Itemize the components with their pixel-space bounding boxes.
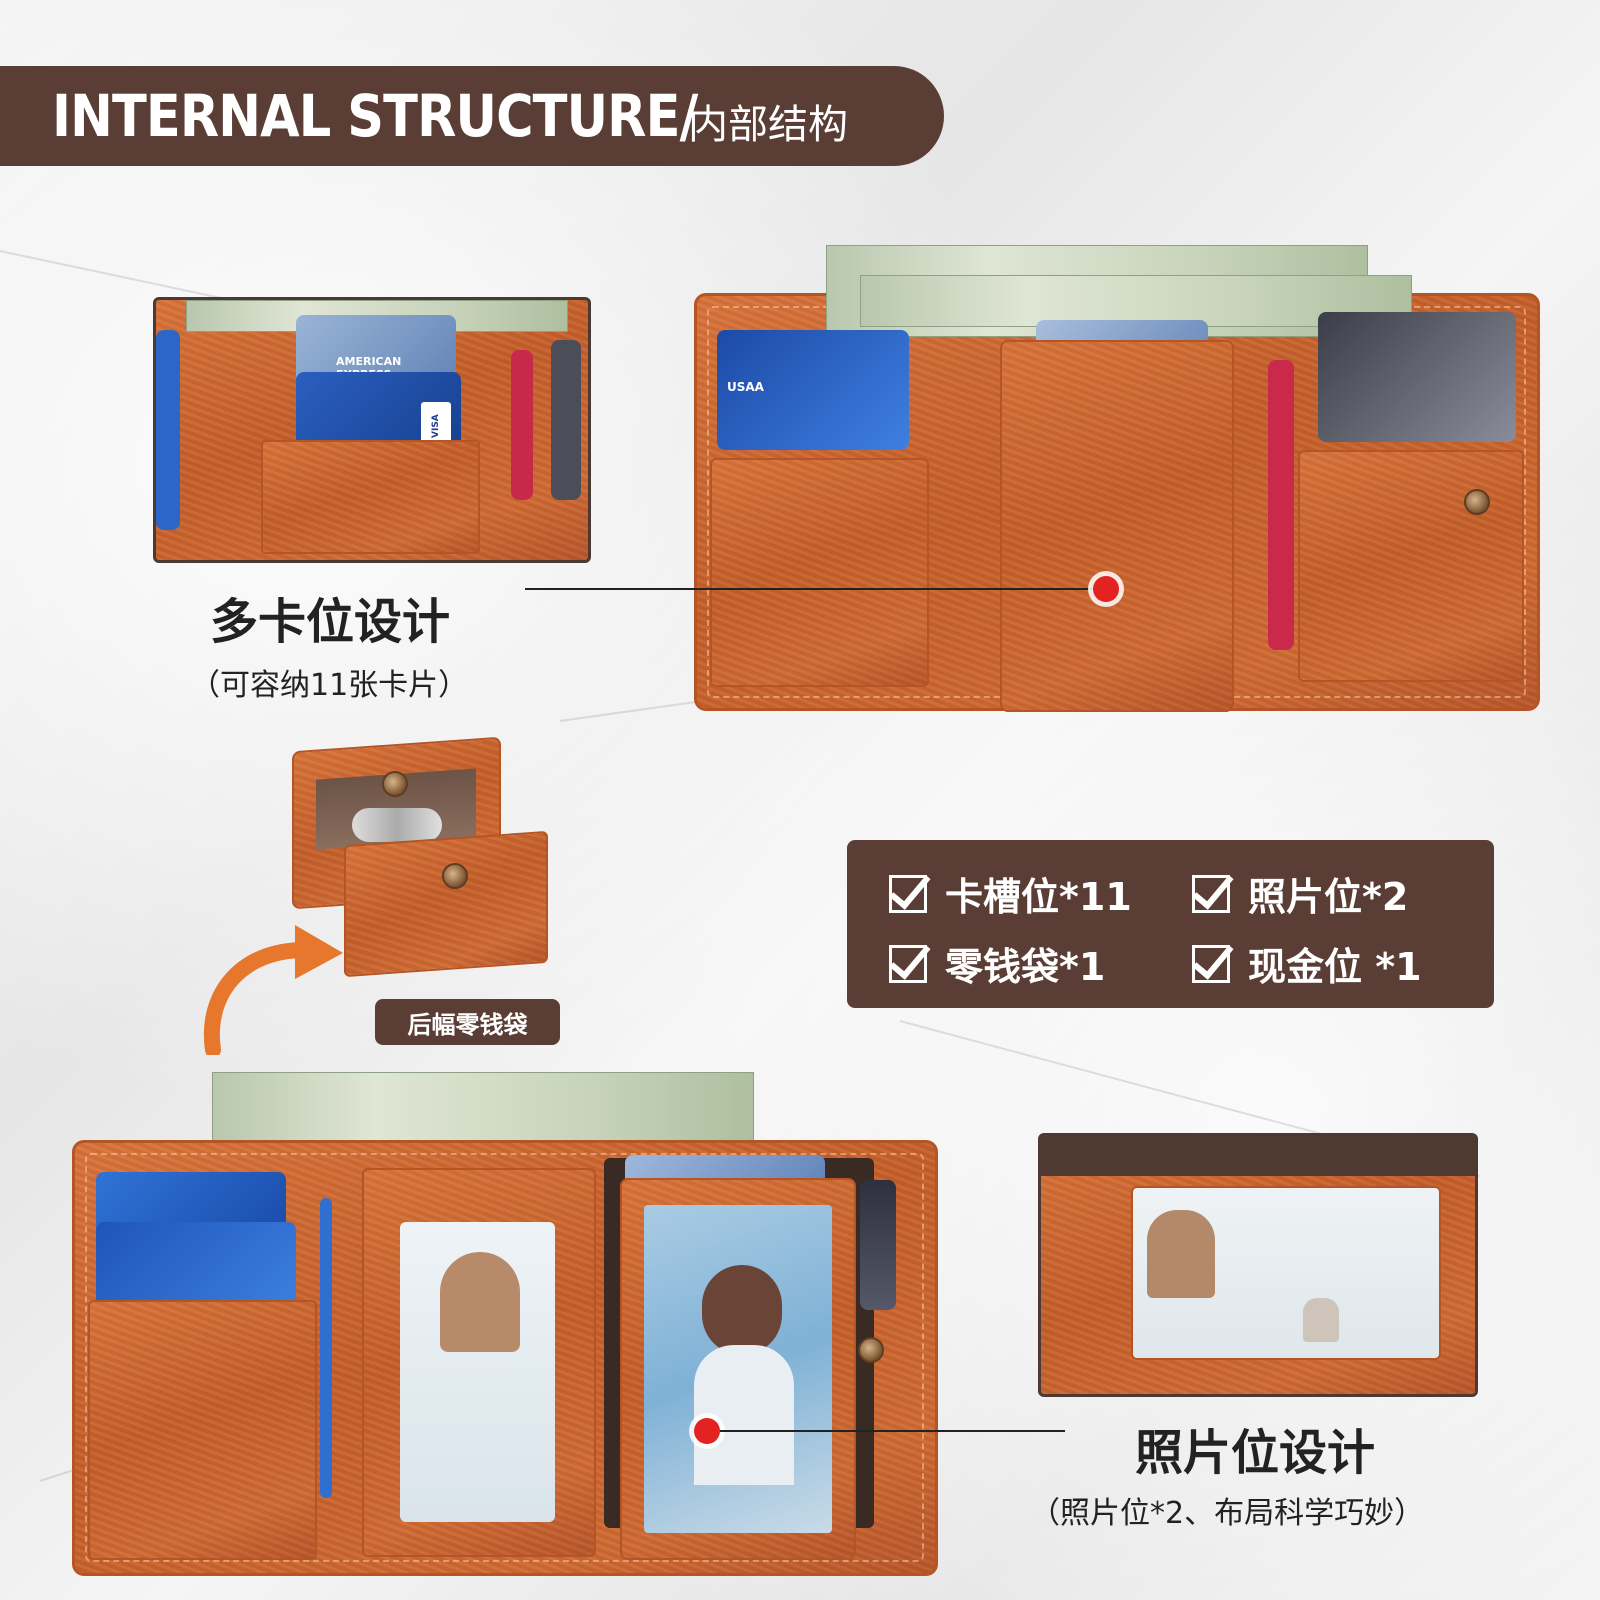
coins bbox=[352, 808, 442, 842]
callout-marker bbox=[694, 1418, 720, 1444]
id-ghost-photo bbox=[1303, 1298, 1339, 1342]
wallet-stitching bbox=[85, 1153, 924, 1562]
snap-button bbox=[1464, 489, 1490, 515]
snap-button bbox=[442, 863, 468, 889]
dark-card-edge bbox=[551, 340, 581, 500]
photo-person-body bbox=[694, 1345, 794, 1485]
card-edge bbox=[320, 1198, 332, 1498]
spec-label: 现金位 *1 bbox=[1248, 945, 1422, 989]
usaa-card-text: USAA bbox=[727, 380, 764, 394]
callout-line bbox=[720, 1430, 1065, 1432]
usaa-card: USAA bbox=[717, 330, 909, 450]
id-window-panel bbox=[362, 1168, 596, 1557]
red-card-edge bbox=[511, 350, 533, 500]
spec-item: 照片位*2 bbox=[1192, 866, 1408, 921]
spec-summary-box: 卡槽位*11 照片位*2 零钱袋*1 现金位 *1 bbox=[847, 840, 1494, 1008]
visa-logo-block: VISA bbox=[421, 402, 451, 446]
photo-window bbox=[644, 1205, 832, 1533]
check-icon bbox=[1192, 874, 1230, 913]
check-icon bbox=[889, 874, 927, 913]
feature-cards-subtitle: （可容纳11张卡片） bbox=[190, 668, 469, 703]
card-pocket bbox=[261, 440, 480, 554]
wallet-top-edge bbox=[1041, 1136, 1475, 1176]
spec-item: 零钱袋*1 bbox=[889, 936, 1105, 991]
left-card-pocket bbox=[88, 1300, 317, 1560]
center-flap bbox=[1000, 340, 1234, 712]
check-icon bbox=[889, 944, 927, 983]
feature-photos-title: 照片位设计 bbox=[1135, 1425, 1376, 1481]
section-title-bar: INTERNAL STRUCTURE/ 内部结构 bbox=[0, 66, 944, 166]
coin-pocket-label: 后幅零钱袋 bbox=[375, 999, 560, 1045]
feature-photos-subtitle: （照片位*2、布局科学巧妙） bbox=[1030, 1496, 1425, 1531]
spec-item: 现金位 *1 bbox=[1192, 936, 1422, 991]
id-photo bbox=[440, 1252, 520, 1352]
photo-card-slots-closeup: AMERICAN EXPRESS VISA bbox=[153, 297, 591, 563]
snap-button bbox=[858, 1337, 884, 1363]
photo-person-hair bbox=[702, 1265, 782, 1355]
title-english: INTERNAL STRUCTURE/ bbox=[52, 82, 698, 150]
photo-flap bbox=[620, 1178, 856, 1560]
id-window bbox=[400, 1222, 555, 1522]
feature-cards-title: 多卡位设计 bbox=[210, 594, 451, 650]
snap-button bbox=[382, 771, 408, 797]
check-icon bbox=[1192, 944, 1230, 983]
coin-pocket-flap bbox=[344, 830, 548, 978]
photo-id-window-closeup bbox=[1038, 1133, 1478, 1397]
dark-visa-card bbox=[1318, 312, 1516, 442]
visa-card-edge bbox=[860, 1180, 896, 1310]
title-chinese: 内部结构 bbox=[688, 102, 848, 148]
visa-logo: VISA bbox=[431, 414, 441, 438]
spec-label: 照片位*2 bbox=[1248, 875, 1409, 919]
card-edge bbox=[156, 330, 180, 530]
spec-label: 卡槽位*11 bbox=[945, 875, 1132, 919]
callout-line bbox=[525, 588, 1103, 590]
curved-arrow-icon bbox=[203, 925, 343, 1055]
right-card-pocket bbox=[1298, 450, 1524, 682]
id-window bbox=[1131, 1186, 1441, 1360]
red-card-edge bbox=[1268, 360, 1294, 650]
id-photo bbox=[1147, 1210, 1215, 1298]
left-card-pocket bbox=[710, 458, 929, 687]
spec-label: 零钱袋*1 bbox=[945, 945, 1106, 989]
spec-item: 卡槽位*11 bbox=[889, 866, 1132, 921]
callout-marker bbox=[1093, 576, 1119, 602]
